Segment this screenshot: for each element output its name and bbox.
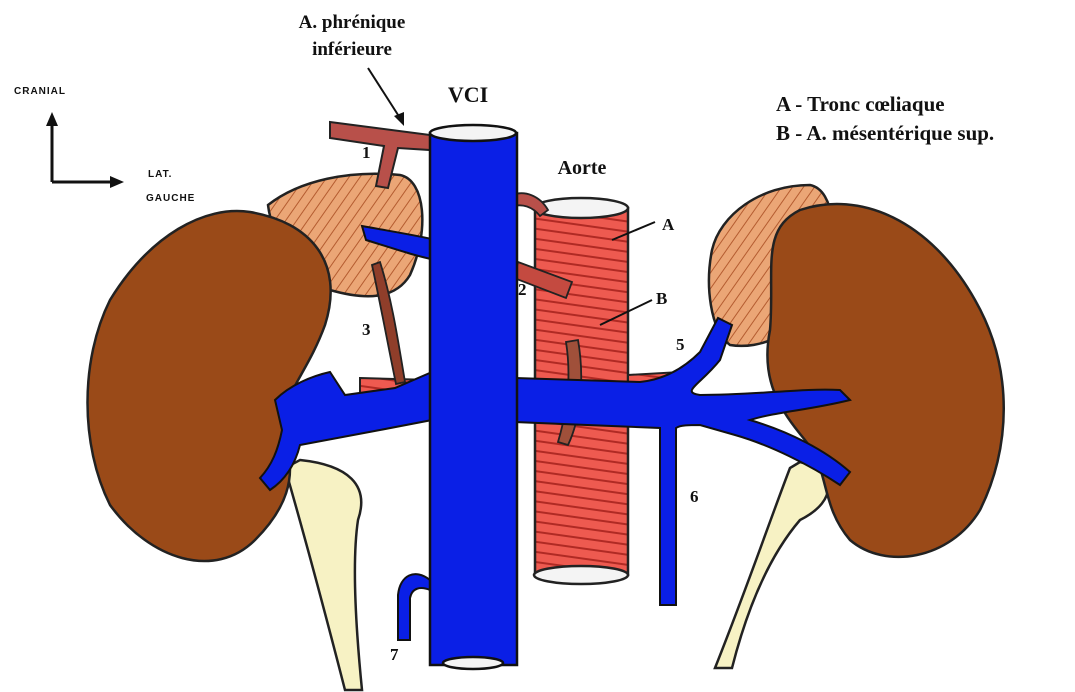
label-a: A (662, 215, 675, 234)
number-1: 1 (362, 143, 371, 162)
orientation-indicator: CRANIAL LAT. GAUCHE (14, 86, 195, 204)
ivc-top-section (430, 125, 516, 141)
gonadal-vein-7 (398, 574, 430, 640)
inferior-vena-cava (430, 125, 517, 669)
number-7: 7 (390, 645, 399, 664)
legend: A - Tronc cœliaque B - A. mésentérique s… (776, 92, 994, 145)
legend-b: B - A. mésentérique sup. (776, 121, 994, 145)
phrenic-pointer (368, 68, 400, 118)
lateral-label-2: GAUCHE (146, 193, 195, 204)
label-b: B (656, 289, 667, 308)
ivc-bottom-section (443, 657, 503, 669)
number-6: 6 (690, 487, 699, 506)
aorta-label: Aorte (558, 157, 607, 179)
phrenic-label-line2: inférieure (312, 39, 392, 60)
aorta-bottom-section (534, 566, 628, 584)
right-ureter (715, 462, 828, 668)
vci-label: VCI (448, 82, 488, 107)
ivc-trunk (430, 133, 517, 665)
cranial-arrow-head (46, 112, 58, 126)
number-3: 3 (362, 320, 371, 339)
phrenic-pointer-head (394, 112, 404, 126)
cranial-label: CRANIAL (14, 86, 66, 97)
number-5: 5 (676, 335, 685, 354)
left-renal-vein (260, 372, 432, 490)
lateral-label-1: LAT. (148, 169, 172, 180)
left-ureter (285, 460, 362, 690)
lateral-arrow-head (110, 176, 124, 188)
phrenic-label-line1: A. phrénique (299, 12, 406, 33)
number-2: 2 (518, 280, 527, 299)
aorta-top-section (534, 198, 628, 218)
legend-a: A - Tronc cœliaque (776, 92, 945, 116)
